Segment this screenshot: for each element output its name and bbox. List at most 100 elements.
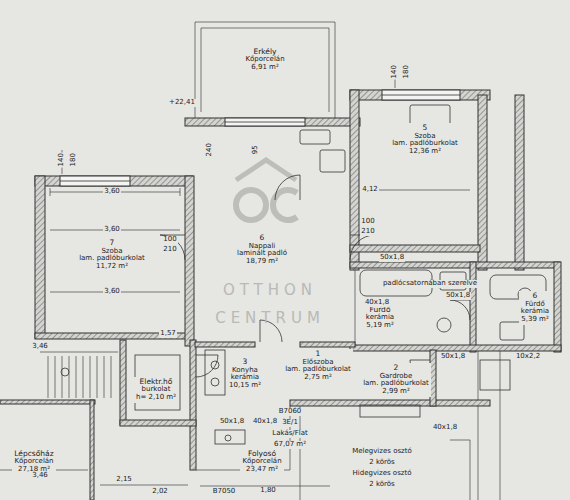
stair-step xyxy=(55,356,56,398)
wall xyxy=(430,350,436,406)
room-text: Folyosó xyxy=(242,450,281,458)
window xyxy=(60,176,130,186)
room-text: Szoba xyxy=(79,248,145,256)
dimension-line xyxy=(100,485,188,486)
dimension-label: Hidegvizes osztó xyxy=(352,470,413,478)
dimension-line xyxy=(50,188,180,196)
wall xyxy=(120,420,196,426)
room-text: 12,36 m² xyxy=(392,148,458,156)
room-text: lam. padlóburkolat xyxy=(392,140,458,148)
door-swing xyxy=(350,235,375,260)
stair-step xyxy=(97,356,98,398)
room-text: Kőporcelán xyxy=(14,458,53,466)
room-text: lam. padlóburkolat xyxy=(363,380,429,388)
room-label: LépcsőházKőporcelán27,18 m² xyxy=(12,449,55,475)
thin-lines xyxy=(0,22,500,500)
room-text: kerámia xyxy=(366,314,394,322)
window-frame xyxy=(60,176,130,186)
watermark: OTTHON xyxy=(222,282,318,299)
watermark-logo xyxy=(236,160,297,220)
dimension-label: 100 xyxy=(360,218,375,226)
room-text: Gardrobe xyxy=(363,373,429,381)
room-text: Elektr.hő xyxy=(136,378,176,386)
room-label: 7Szobalam. padlóburkolat11,72 m² xyxy=(77,238,147,271)
dimension-label: 140 xyxy=(58,152,66,167)
door-swing xyxy=(275,175,300,200)
dimension-label: 3,46 xyxy=(31,472,49,480)
dimension-label: 140 xyxy=(391,64,399,79)
room-text: Fürdő xyxy=(521,301,549,309)
wall xyxy=(350,345,561,351)
room-text: 6,91 m² xyxy=(245,64,284,72)
door-swing xyxy=(196,355,218,377)
dimension-line xyxy=(300,406,301,500)
dimension-label: 1,57 xyxy=(159,330,177,338)
dimension-label: 50x1,8 xyxy=(219,418,245,426)
wall xyxy=(350,90,359,270)
dimension-label: 10x2,2 xyxy=(515,353,541,361)
dimension-label: 2,02 xyxy=(151,488,169,496)
room-text: 18,79 m² xyxy=(237,258,287,266)
window-glass xyxy=(60,181,130,182)
dimension-label: 3,60 xyxy=(103,188,121,196)
room-text: 2,75 m² xyxy=(285,374,351,382)
fixture xyxy=(300,130,330,144)
wall xyxy=(300,342,355,347)
dimension-label: 95 xyxy=(251,145,259,156)
dimension-label: 100 xyxy=(162,236,177,244)
wall xyxy=(90,400,94,500)
dimension-label: 3,60 xyxy=(103,288,121,296)
window xyxy=(382,90,460,100)
room-text: Kőporcelán xyxy=(245,56,284,64)
fixture-round xyxy=(437,318,451,332)
walls xyxy=(0,90,561,500)
dimension-label: 40x1,8 xyxy=(432,424,458,432)
wall xyxy=(350,90,490,100)
dimension-label: 2,15 xyxy=(115,476,133,484)
dimension-line xyxy=(500,350,501,500)
room-text: Konyha xyxy=(229,367,261,375)
room-text: 6 xyxy=(521,292,549,300)
room-text: kerámia xyxy=(229,374,261,382)
room-label: ErkélyKőporcelán6,91 m² xyxy=(243,47,286,73)
dimension-label: 210 xyxy=(360,228,375,236)
window-frame xyxy=(382,90,460,100)
dimension-label: 210 xyxy=(162,246,177,254)
dimension-label: 50x1,8 xyxy=(379,254,405,262)
fixture xyxy=(135,355,180,410)
room-text: kerámia xyxy=(521,308,549,316)
room-label: Fürdőkerámia5,19 m² xyxy=(364,305,396,331)
stair-step xyxy=(83,356,84,398)
dimension-label: 67,07 m² xyxy=(273,441,307,449)
room-text: 2 xyxy=(363,364,429,372)
dimension-label: B7050 xyxy=(212,488,237,496)
dimension-label: 1,80 xyxy=(259,487,277,495)
window xyxy=(225,118,305,126)
fixture xyxy=(320,150,345,172)
window-glass xyxy=(225,122,305,123)
room-text: 5,39 m² xyxy=(521,316,549,324)
dimension-line xyxy=(196,406,290,470)
dimension-label: +22,41 xyxy=(168,99,196,107)
room-label: 2Gardrobelam. padlóburkolat2,99 m² xyxy=(361,363,431,396)
room-text: 3 xyxy=(229,358,261,366)
dimension-line xyxy=(201,28,329,112)
room-label: 6Nappalilaminált padló18,79 m² xyxy=(235,233,289,266)
wall xyxy=(185,118,360,126)
room-text: 2,99 m² xyxy=(363,388,429,396)
wall xyxy=(35,176,45,338)
dimension-line xyxy=(450,440,470,500)
dimension-line xyxy=(195,22,335,118)
wall xyxy=(350,262,560,268)
stair-step xyxy=(104,356,105,398)
wall xyxy=(350,245,480,252)
stair-step xyxy=(62,356,63,398)
dimension-label: 3E/1 xyxy=(281,419,299,427)
room-label: 6Fürdőkerámia5,39 m² xyxy=(519,291,551,324)
dimension-label: 240 xyxy=(206,142,214,157)
dimension-label: 40x1,8 xyxy=(252,418,278,426)
room-text: Erkély xyxy=(245,48,284,56)
room-text: 5 xyxy=(392,124,458,132)
wall xyxy=(190,340,196,470)
